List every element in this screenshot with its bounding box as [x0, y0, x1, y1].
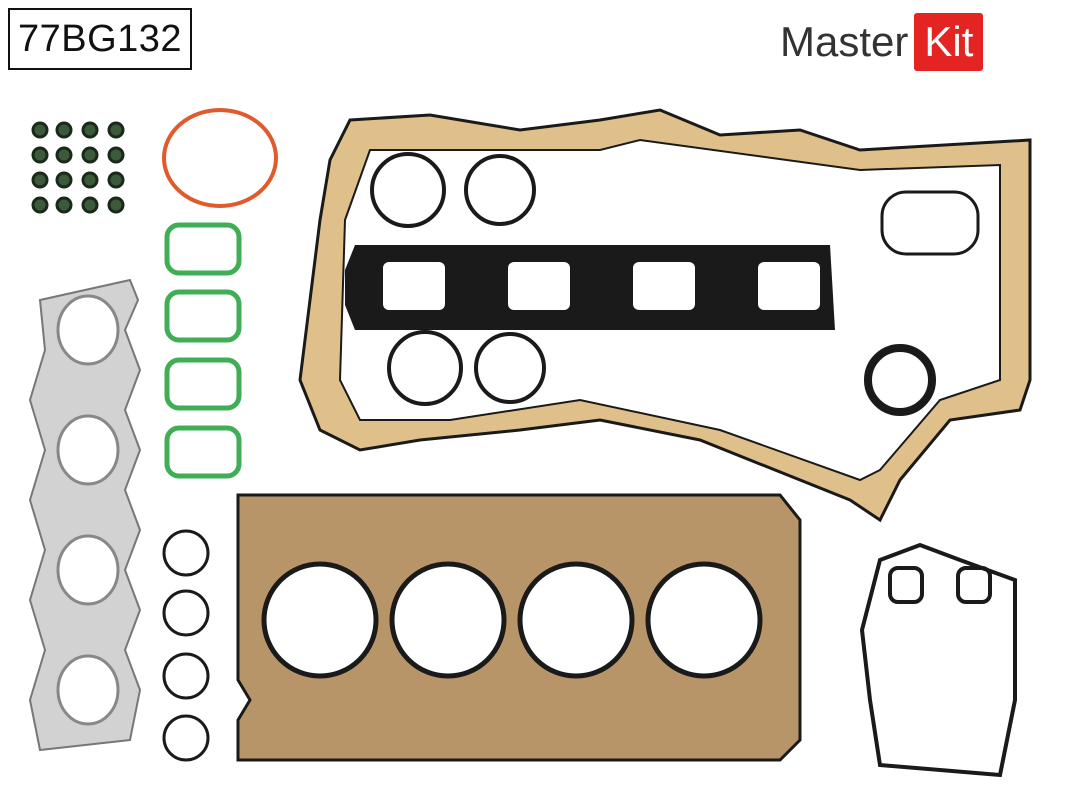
valve-stem-seals [31, 121, 125, 214]
small-black-o-rings [162, 529, 210, 762]
brand-logo: Master Kit [780, 10, 984, 74]
thermostat-housing-gasket [859, 542, 1017, 778]
orange-o-ring [162, 108, 278, 208]
green-intake-gaskets [164, 222, 242, 479]
exhaust-manifold-gasket [28, 278, 142, 752]
timing-cover-o-rings [370, 152, 980, 416]
part-number-label: 77BG132 [8, 8, 192, 70]
brand-kit-box: Kit [914, 13, 984, 71]
brand-name-text: Master [780, 18, 909, 65]
cylinder-head-gasket [236, 493, 802, 762]
intake-manifold-gasket [345, 245, 835, 330]
